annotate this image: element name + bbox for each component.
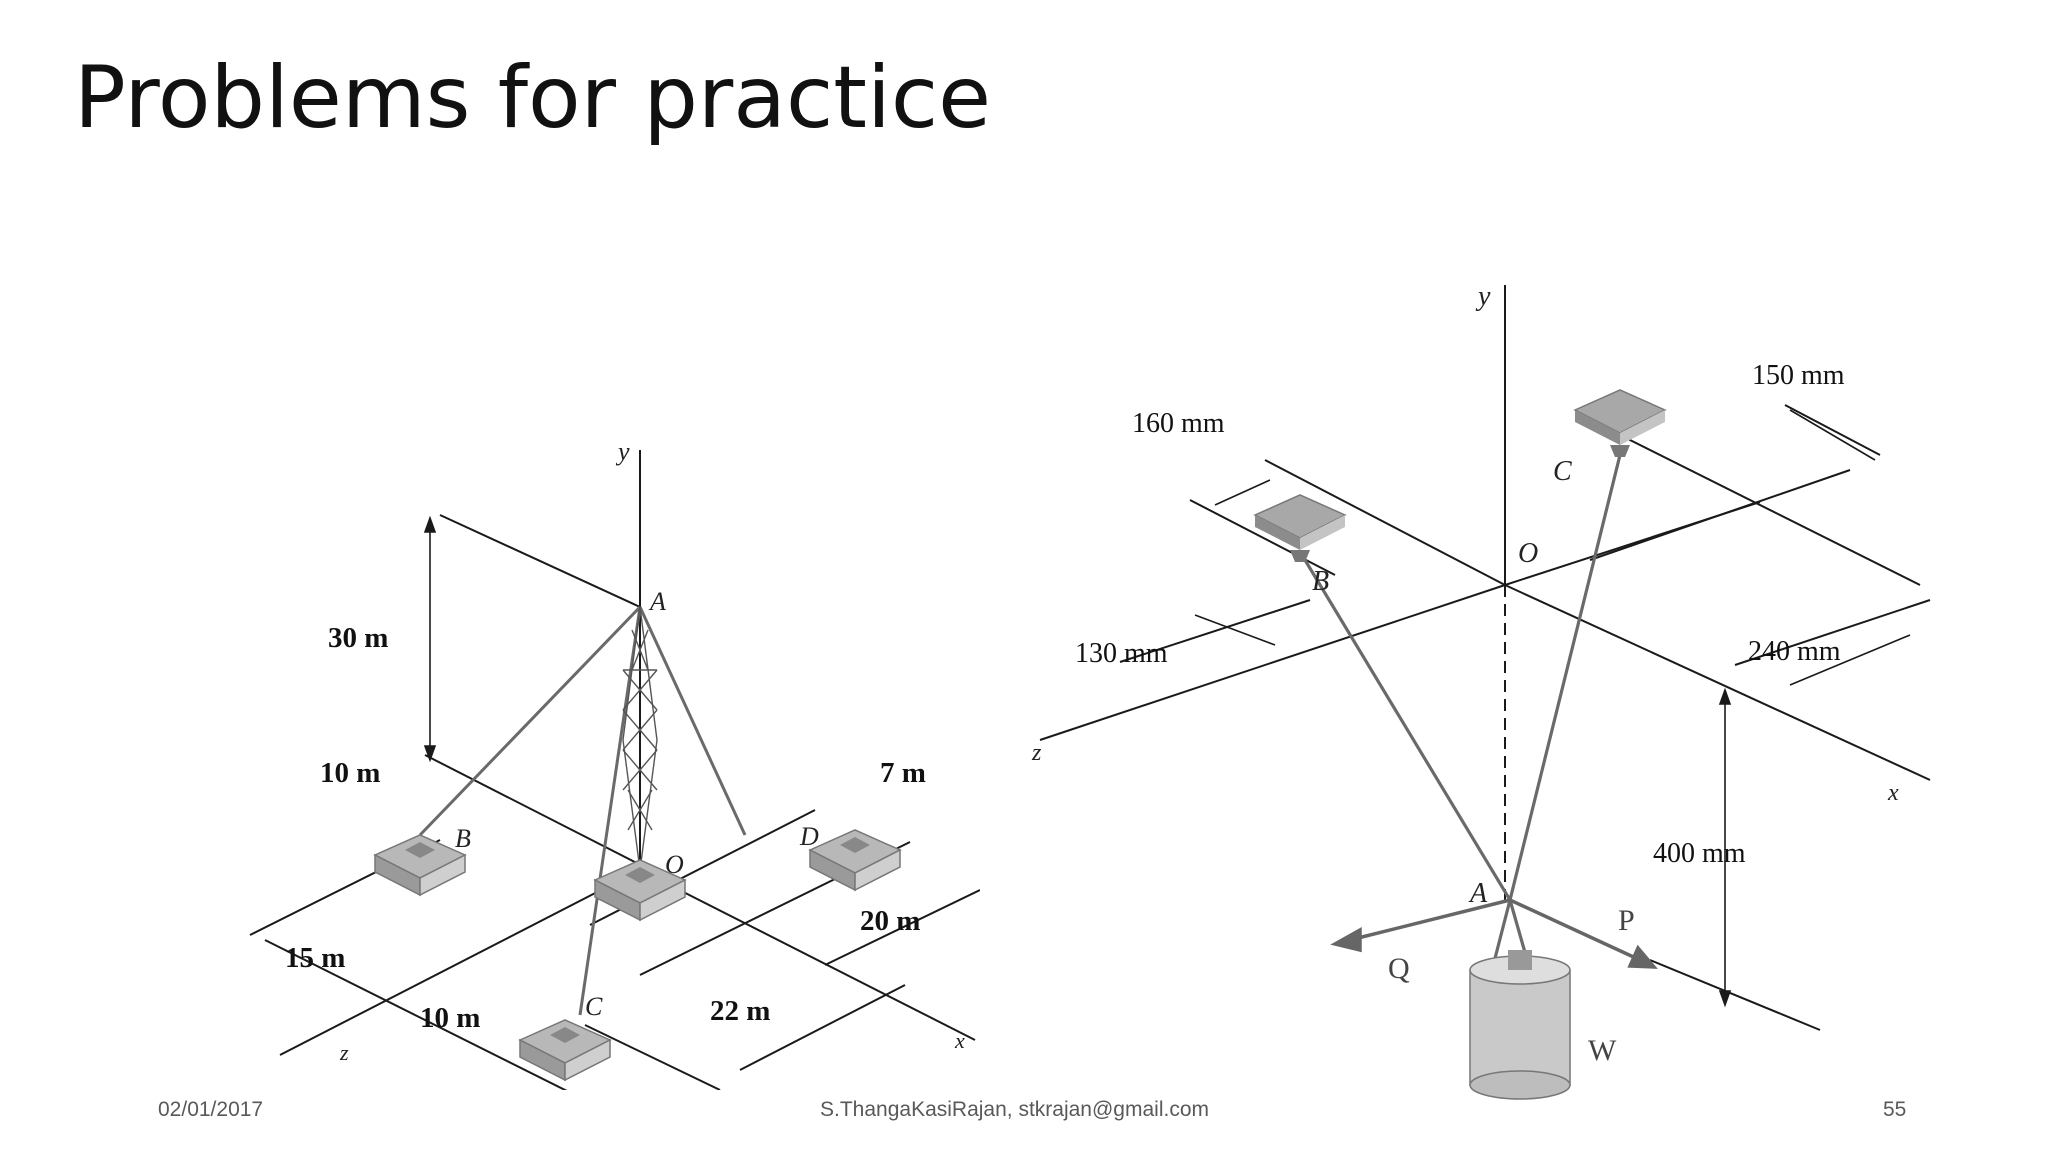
anchor-d [808,829,902,892]
axis-y-label: y [615,437,630,466]
force-p-label: P [1618,904,1635,937]
point-a-label: A [648,587,666,616]
footer-page-number: 55 [1883,1098,1907,1121]
force-arrows [1330,898,1658,969]
point-b-label: B [1312,566,1329,597]
anchor-o [593,859,687,922]
x-axis [1504,584,1931,781]
footer-date: 02/01/2017 [158,1098,264,1121]
support-c [1573,389,1667,457]
dim-15m: 15 m [285,942,345,974]
axis-x-label: x [954,1028,965,1053]
lattice-mast [622,606,658,871]
point-d-label: D [799,822,819,851]
dim-7m: 7 m [880,757,926,789]
axis-x-label: x [1887,780,1899,806]
dim-160mm: 160 mm [1132,408,1225,439]
force-w-label: W [1588,1034,1617,1067]
dim-130mm: 130 mm [1075,638,1168,669]
z-axis [279,869,641,1056]
dim-400mm: 400 mm [1653,838,1746,869]
point-o-label: O [665,850,684,879]
anchor-blocks [373,829,902,1082]
point-c-label: C [1553,456,1572,487]
axis-y-label: y [1475,281,1491,312]
anchor-c [518,1019,612,1082]
z-axis [1039,584,1506,741]
dim-240mm: 240 mm [1748,636,1841,667]
dim-30m: 30 m [328,622,388,654]
weight-cylinder [1469,950,1571,1100]
dim-22m: 22 m [710,995,770,1027]
anchor-b [373,834,467,897]
point-o-label: O [1518,538,1538,569]
cable-weight-figure: y O B C A x z P Q W 150 mm 160 mm 130 mm… [1030,270,1950,1120]
slide-title: Problems for practice [74,48,992,148]
cables [1303,454,1622,971]
point-a-label: A [1468,878,1488,909]
support-b [1253,494,1347,562]
dim-150mm: 150 mm [1752,360,1845,391]
guy-wires [418,605,747,1016]
footer-author: S.ThangaKasiRajan, stkrajan@gmail.com [820,1098,1209,1121]
force-q-label: Q [1388,952,1410,985]
dim-10m-bottom: 10 m [420,1002,480,1034]
tower-figure: y A B O D C x z 30 m 10 m 7 m 15 m 20 m … [240,430,980,1090]
axis-z-label: z [339,1040,349,1065]
x-axis [639,869,976,1041]
point-b-label: B [455,824,471,853]
point-c-label: C [585,992,603,1021]
dim-10m-top: 10 m [320,757,380,789]
axis-z-label: z [1031,740,1042,766]
dim-20m: 20 m [860,905,920,937]
